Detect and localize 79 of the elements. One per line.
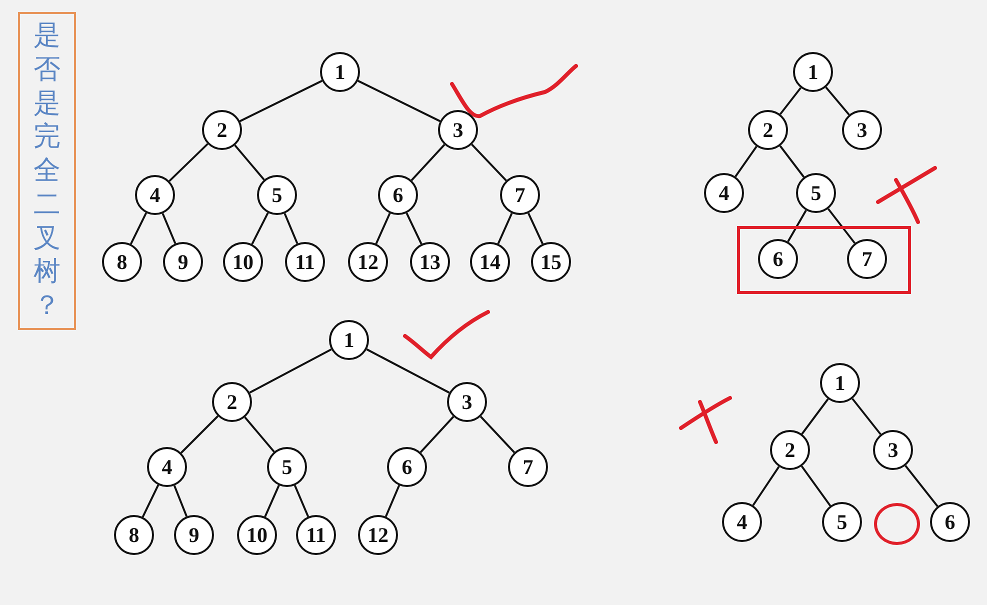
tree-edge [168,143,208,182]
tree-edge [827,208,856,244]
tree-node-circle: 7 [847,239,887,279]
tree-node-circle: 10 [237,515,277,555]
tree-node-circle: 9 [163,242,203,282]
tree-node-circle: 3 [438,110,478,150]
tree-node-circle: 3 [873,430,913,470]
tree-edge [294,485,310,517]
tree-edge [384,485,400,517]
tree-edge [142,484,160,518]
tree-node-circle: 14 [470,242,510,282]
tree-node-circle: 6 [758,239,798,279]
tree-edge [497,212,513,244]
title-text: 是否是完全二叉树？ [33,19,61,323]
tree-node-circle: 15 [531,242,571,282]
tree-node-circle: 1 [320,52,360,92]
tree-edge [752,466,780,506]
tree-edge [800,466,832,506]
tree-node-circle: 4 [135,175,175,215]
tree-node-circle: 5 [257,175,297,215]
tree-edge [251,212,269,245]
tree-node-circle: 1 [793,52,833,92]
tree-edge [852,398,882,435]
tree-node-circle: 4 [147,447,187,487]
tree-edge [825,86,850,116]
tree-node-circle: 11 [285,242,325,282]
tree-edge [375,212,391,244]
tree-node-circle: 2 [748,110,788,150]
tree-node-circle: 7 [508,447,548,487]
tree-edge [410,144,446,181]
tree-node-circle: 13 [410,242,450,282]
tree-node-circle: 4 [704,173,744,213]
tree-node-circle: 2 [202,110,242,150]
tree-edge [244,416,275,452]
tree-edge [406,212,422,244]
tree-node-circle: 11 [296,515,336,555]
tree-edge [779,87,802,115]
tree-node-circle: 8 [102,242,142,282]
tree-node-circle: 12 [348,242,388,282]
tree-edge [779,145,805,178]
tree-node-circle: 4 [722,502,762,542]
tree-edge [173,485,188,517]
tree-edge [366,348,450,394]
tree-node-circle: 5 [796,173,836,213]
tree-edge [904,465,938,507]
tree-edge [358,80,440,122]
empty-position-circle [874,503,920,545]
tree-node-circle: 1 [329,320,369,360]
tree-edge [471,144,507,182]
tree-node-circle: 5 [267,447,307,487]
tree-edge [234,144,265,180]
tree-node-circle: 12 [358,515,398,555]
tree-node-circle: 2 [770,430,810,470]
tree-node-circle: 9 [174,515,214,555]
tree-node-circle: 6 [387,447,427,487]
tree-node-circle: 6 [378,175,418,215]
tree-edge [240,80,322,122]
highlight-box [737,226,911,294]
tree-edge [162,213,176,244]
tree-edge [787,210,807,242]
tree-edge [264,484,280,518]
tree-node-circle: 8 [114,515,154,555]
tree-node-circle: 1 [820,363,860,403]
tree-node-circle: 7 [500,175,540,215]
tree-edge [801,398,829,435]
tree-node-circle: 5 [822,502,862,542]
tree-node-circle: 3 [447,382,487,422]
tree-node-circle: 3 [842,110,882,150]
tree-edge [180,415,219,454]
tree-node-circle: 2 [212,382,252,422]
tree-edge [734,146,758,178]
tree-edge [130,212,148,244]
tree-node-circle: 10 [223,242,263,282]
tree-edge [420,416,454,453]
tree-edge [480,416,516,454]
tree-node-circle: 6 [930,502,970,542]
tree-edge [284,213,298,244]
tree-edge [249,348,332,394]
tree-edge [528,212,544,244]
